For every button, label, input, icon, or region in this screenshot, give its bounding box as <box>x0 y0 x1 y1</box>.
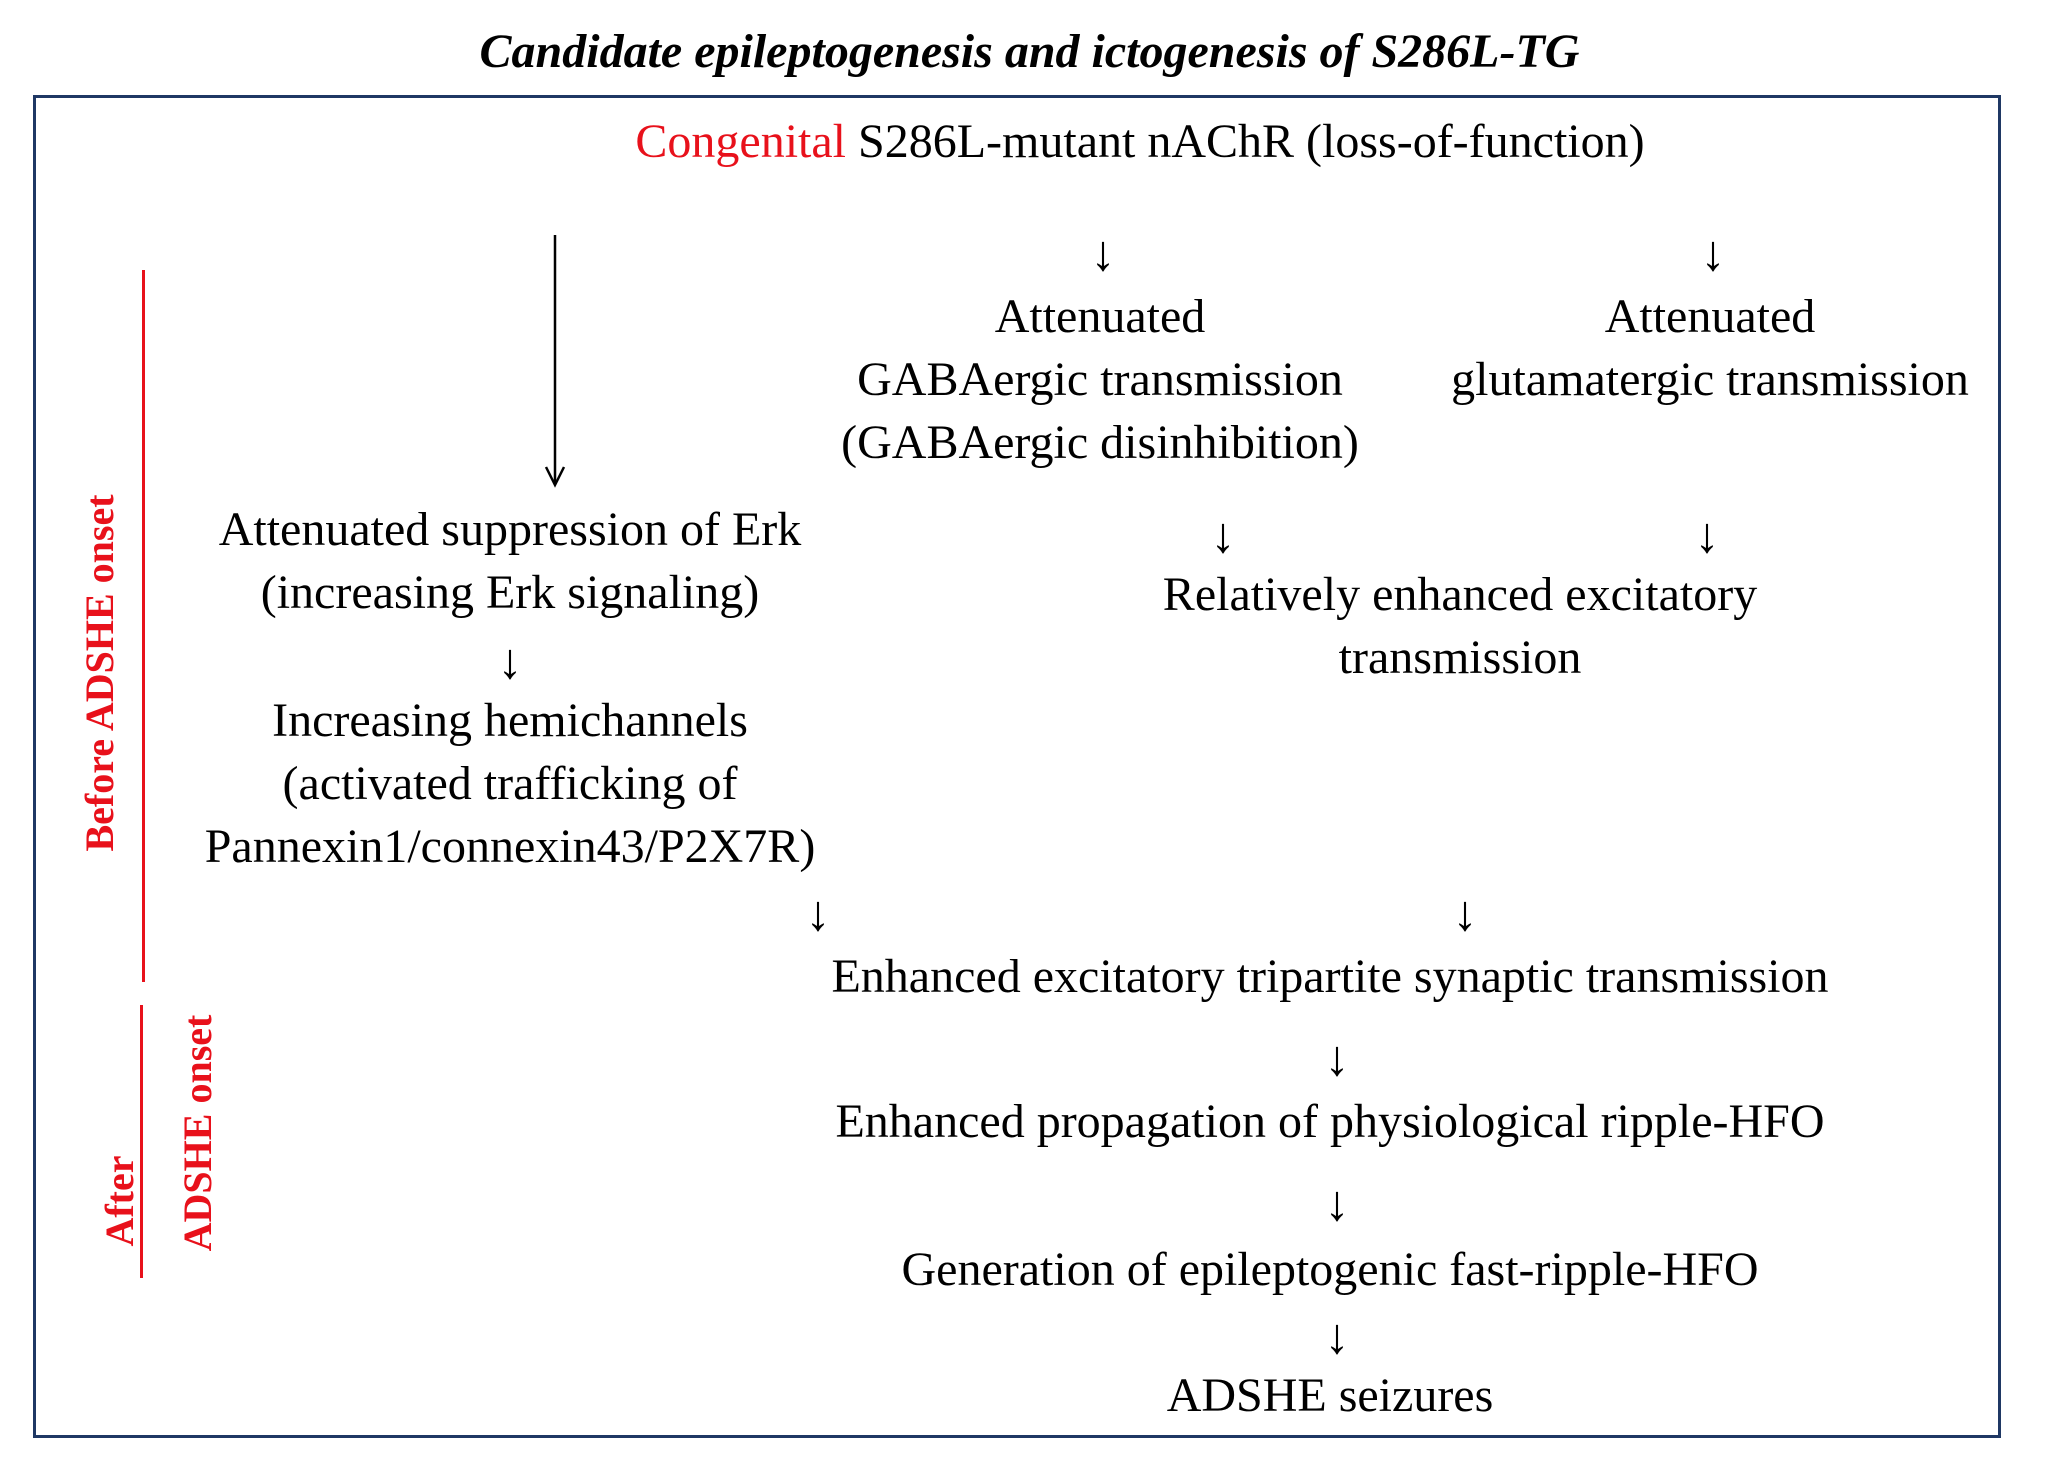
after-label: After <box>97 1155 142 1247</box>
glut-line-2: glutamatergic transmission <box>1451 353 1969 406</box>
arrow-down-icon: ↓ <box>1210 507 1236 563</box>
node-erk: Attenuated suppression of Erk (increasin… <box>110 498 910 624</box>
node-ripple-hfo: Enhanced propagation of physiological ri… <box>835 1095 1825 1148</box>
erk-line-1: Attenuated suppression of Erk <box>218 503 802 556</box>
excitatory-line-2: transmission <box>1338 631 1582 684</box>
diagram-frame <box>33 95 2001 1438</box>
arrow-down-icon: ↓ <box>1452 885 1478 941</box>
node-tripartite: Enhanced excitatory tripartite synaptic … <box>831 950 1829 1003</box>
arrow-down-icon: ↓ <box>1324 1030 1350 1086</box>
congenital-label: Congenital <box>635 115 847 168</box>
arrow-down-icon: ↓ <box>805 885 831 941</box>
arrow-down-icon: ↓ <box>1700 225 1726 281</box>
arrow-down-icon: ↓ <box>1090 225 1116 281</box>
adshe-onset-label: ADSHE onset <box>175 1014 220 1252</box>
node-glutamatergic: Attenuated glutamatergic transmission <box>1400 285 2020 411</box>
before-onset-line <box>142 270 145 982</box>
hemichannel-line-3: Pannexin1/connexin43/P2X7R) <box>204 820 816 873</box>
node-hemichannels: Increasing hemichannels (activated traff… <box>110 689 910 878</box>
arrow-down-icon: ↓ <box>1324 1308 1350 1364</box>
erk-line-2: (increasing Erk signaling) <box>260 566 760 619</box>
long-arrow-icon <box>544 235 566 488</box>
hemichannel-line-1: Increasing hemichannels <box>272 694 748 747</box>
node-relatively-enhanced: Relatively enhanced excitatory transmiss… <box>1060 563 1860 689</box>
hemichannel-line-2: (activated trafficking of <box>282 757 738 810</box>
diagram-title: Candidate epileptogenesis and ictogenesi… <box>479 25 1580 78</box>
node-congenital-mutant: Congenital S286L-mutant nAChR (loss-of-f… <box>440 110 1840 173</box>
node-fast-ripple-hfo: Generation of epileptogenic fast-ripple-… <box>901 1243 1759 1296</box>
excitatory-line-1: Relatively enhanced excitatory <box>1162 568 1758 621</box>
node-gaba: Attenuated GABAergic transmission (GABAe… <box>700 285 1500 474</box>
glut-line-1: Attenuated <box>1604 290 1816 343</box>
gaba-line-1: Attenuated <box>994 290 1206 343</box>
mutant-label: S286L-mutant nAChR (loss-of-function) <box>858 115 1645 168</box>
arrow-down-icon: ↓ <box>1694 507 1720 563</box>
gaba-line-3: (GABAergic disinhibition) <box>841 416 1359 469</box>
node-adshe-seizures: ADSHE seizures <box>1166 1369 1494 1422</box>
arrow-down-icon: ↓ <box>497 633 523 689</box>
arrow-down-icon: ↓ <box>1324 1175 1350 1231</box>
before-onset-label: Before ADSHE onset <box>77 494 122 852</box>
gaba-line-2: GABAergic transmission <box>857 353 1343 406</box>
after-onset-divider <box>140 1005 143 1278</box>
